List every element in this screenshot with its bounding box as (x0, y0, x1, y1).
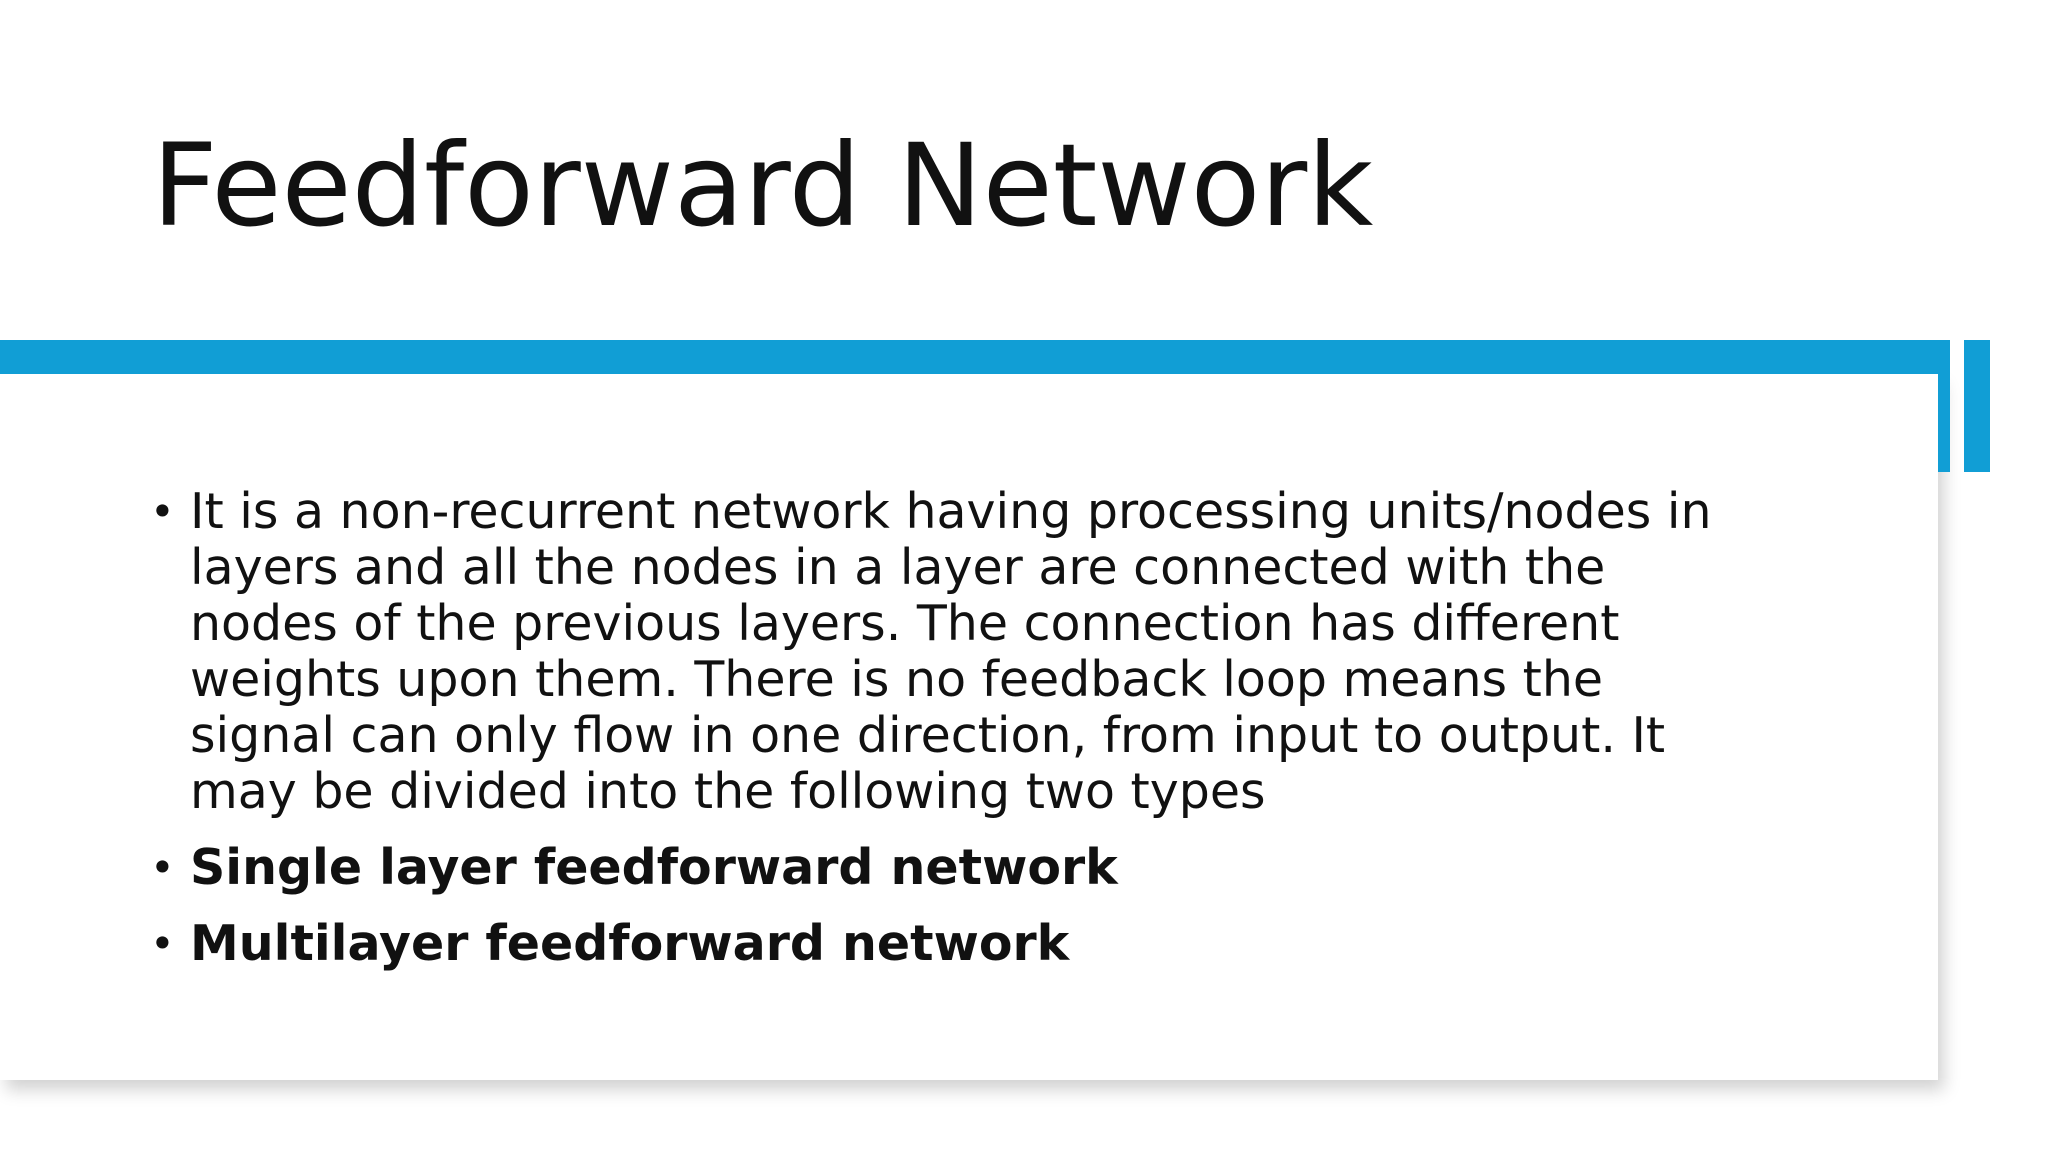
accent-vertical-bar-outer (1964, 340, 1990, 472)
bullet-item-description: • It is a non-recurrent network having p… (150, 484, 1850, 820)
bullet-point: • (150, 919, 175, 968)
bullet-point: • (150, 843, 175, 892)
bullet-text: Multilayer feedforward network (190, 915, 1070, 972)
bullet-line: may be divided into the following two ty… (190, 763, 1266, 820)
bullet-item-single-layer: • Single layer feedforward network (150, 840, 1850, 896)
slide-title: Feedforward Network (152, 119, 1374, 252)
bullet-line: It is a non-recurrent network having pro… (190, 483, 1712, 540)
bullet-text: Single layer feedforward network (190, 839, 1118, 896)
bullet-line: layers and all the nodes in a layer are … (190, 539, 1606, 596)
bullet-item-multilayer: • Multilayer feedforward network (150, 916, 1850, 972)
accent-vertical-bar (1938, 340, 1950, 472)
bullet-list: • It is a non-recurrent network having p… (150, 484, 1850, 972)
bullet-line: weights upon them. There is no feedback … (190, 651, 1604, 708)
bullet-line: signal can only flow in one direction, f… (190, 707, 1666, 764)
bullet-line: nodes of the previous layers. The connec… (190, 595, 1620, 652)
accent-bar (0, 340, 1950, 374)
content-panel (0, 374, 1938, 1080)
bullet-point: • (150, 487, 175, 536)
